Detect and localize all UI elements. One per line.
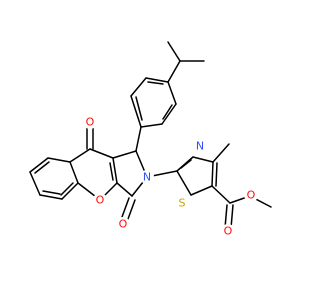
bond	[167, 41, 181, 62]
atom-s-thiazole-label: S	[179, 197, 186, 210]
bond	[89, 148, 114, 159]
bond	[121, 197, 130, 218]
bond	[29, 171, 41, 196]
bond	[147, 81, 164, 85]
bond	[39, 194, 63, 200]
atom-o-ketone-label: O	[86, 116, 95, 129]
bond	[167, 60, 181, 83]
bond	[47, 157, 71, 163]
atom-n-thiazole-label: N	[196, 140, 204, 153]
bond	[224, 204, 228, 229]
bond	[167, 81, 177, 105]
bond	[112, 150, 137, 159]
bond	[212, 143, 230, 163]
atom-o-ester-carbonyl-label: O	[224, 225, 233, 238]
bond	[127, 199, 136, 220]
bond	[130, 77, 147, 97]
bond	[60, 182, 74, 196]
bond	[61, 182, 79, 200]
bond	[215, 162, 218, 187]
bond	[211, 185, 231, 204]
bond	[145, 77, 169, 83]
bond	[211, 161, 214, 187]
bond	[190, 185, 213, 196]
atom-o-ester-ether: O	[244, 188, 258, 202]
atom-o-ester-carbonyl: O	[221, 224, 235, 238]
bond	[116, 182, 133, 197]
bonds	[29, 41, 272, 229]
bond	[180, 159, 192, 169]
bond	[69, 161, 79, 184]
bond	[140, 123, 163, 128]
atom-o-ester-ether-label: O	[247, 189, 256, 202]
bond	[230, 204, 234, 229]
bond	[162, 104, 173, 120]
atom-n-pyrrole: N	[140, 170, 154, 184]
bond	[69, 148, 91, 163]
atom-n-pyrrole-label: N	[143, 171, 151, 184]
bond	[135, 126, 142, 152]
atom-o-lactam-label: O	[119, 218, 128, 231]
molecule-structure-diagram: O O O N N S O O	[29, 41, 272, 238]
bond	[130, 95, 142, 128]
atom-o-pyran-label: O	[96, 194, 105, 207]
bond	[192, 156, 214, 163]
atom-s-thiazole: S	[175, 196, 189, 210]
atom-o-lactam: O	[116, 217, 130, 231]
bond	[161, 103, 177, 125]
bond	[112, 157, 118, 184]
atom-n-thiazole: N	[193, 139, 207, 153]
bond	[109, 162, 114, 181]
bond	[135, 96, 143, 121]
atom-o-pyran: O	[93, 193, 107, 207]
bond	[42, 190, 61, 195]
bond	[34, 161, 50, 174]
atom-o-ketone: O	[83, 115, 97, 129]
bond	[176, 170, 192, 196]
atom-labels: O O O N N S O O	[83, 115, 258, 238]
bond	[29, 157, 49, 173]
